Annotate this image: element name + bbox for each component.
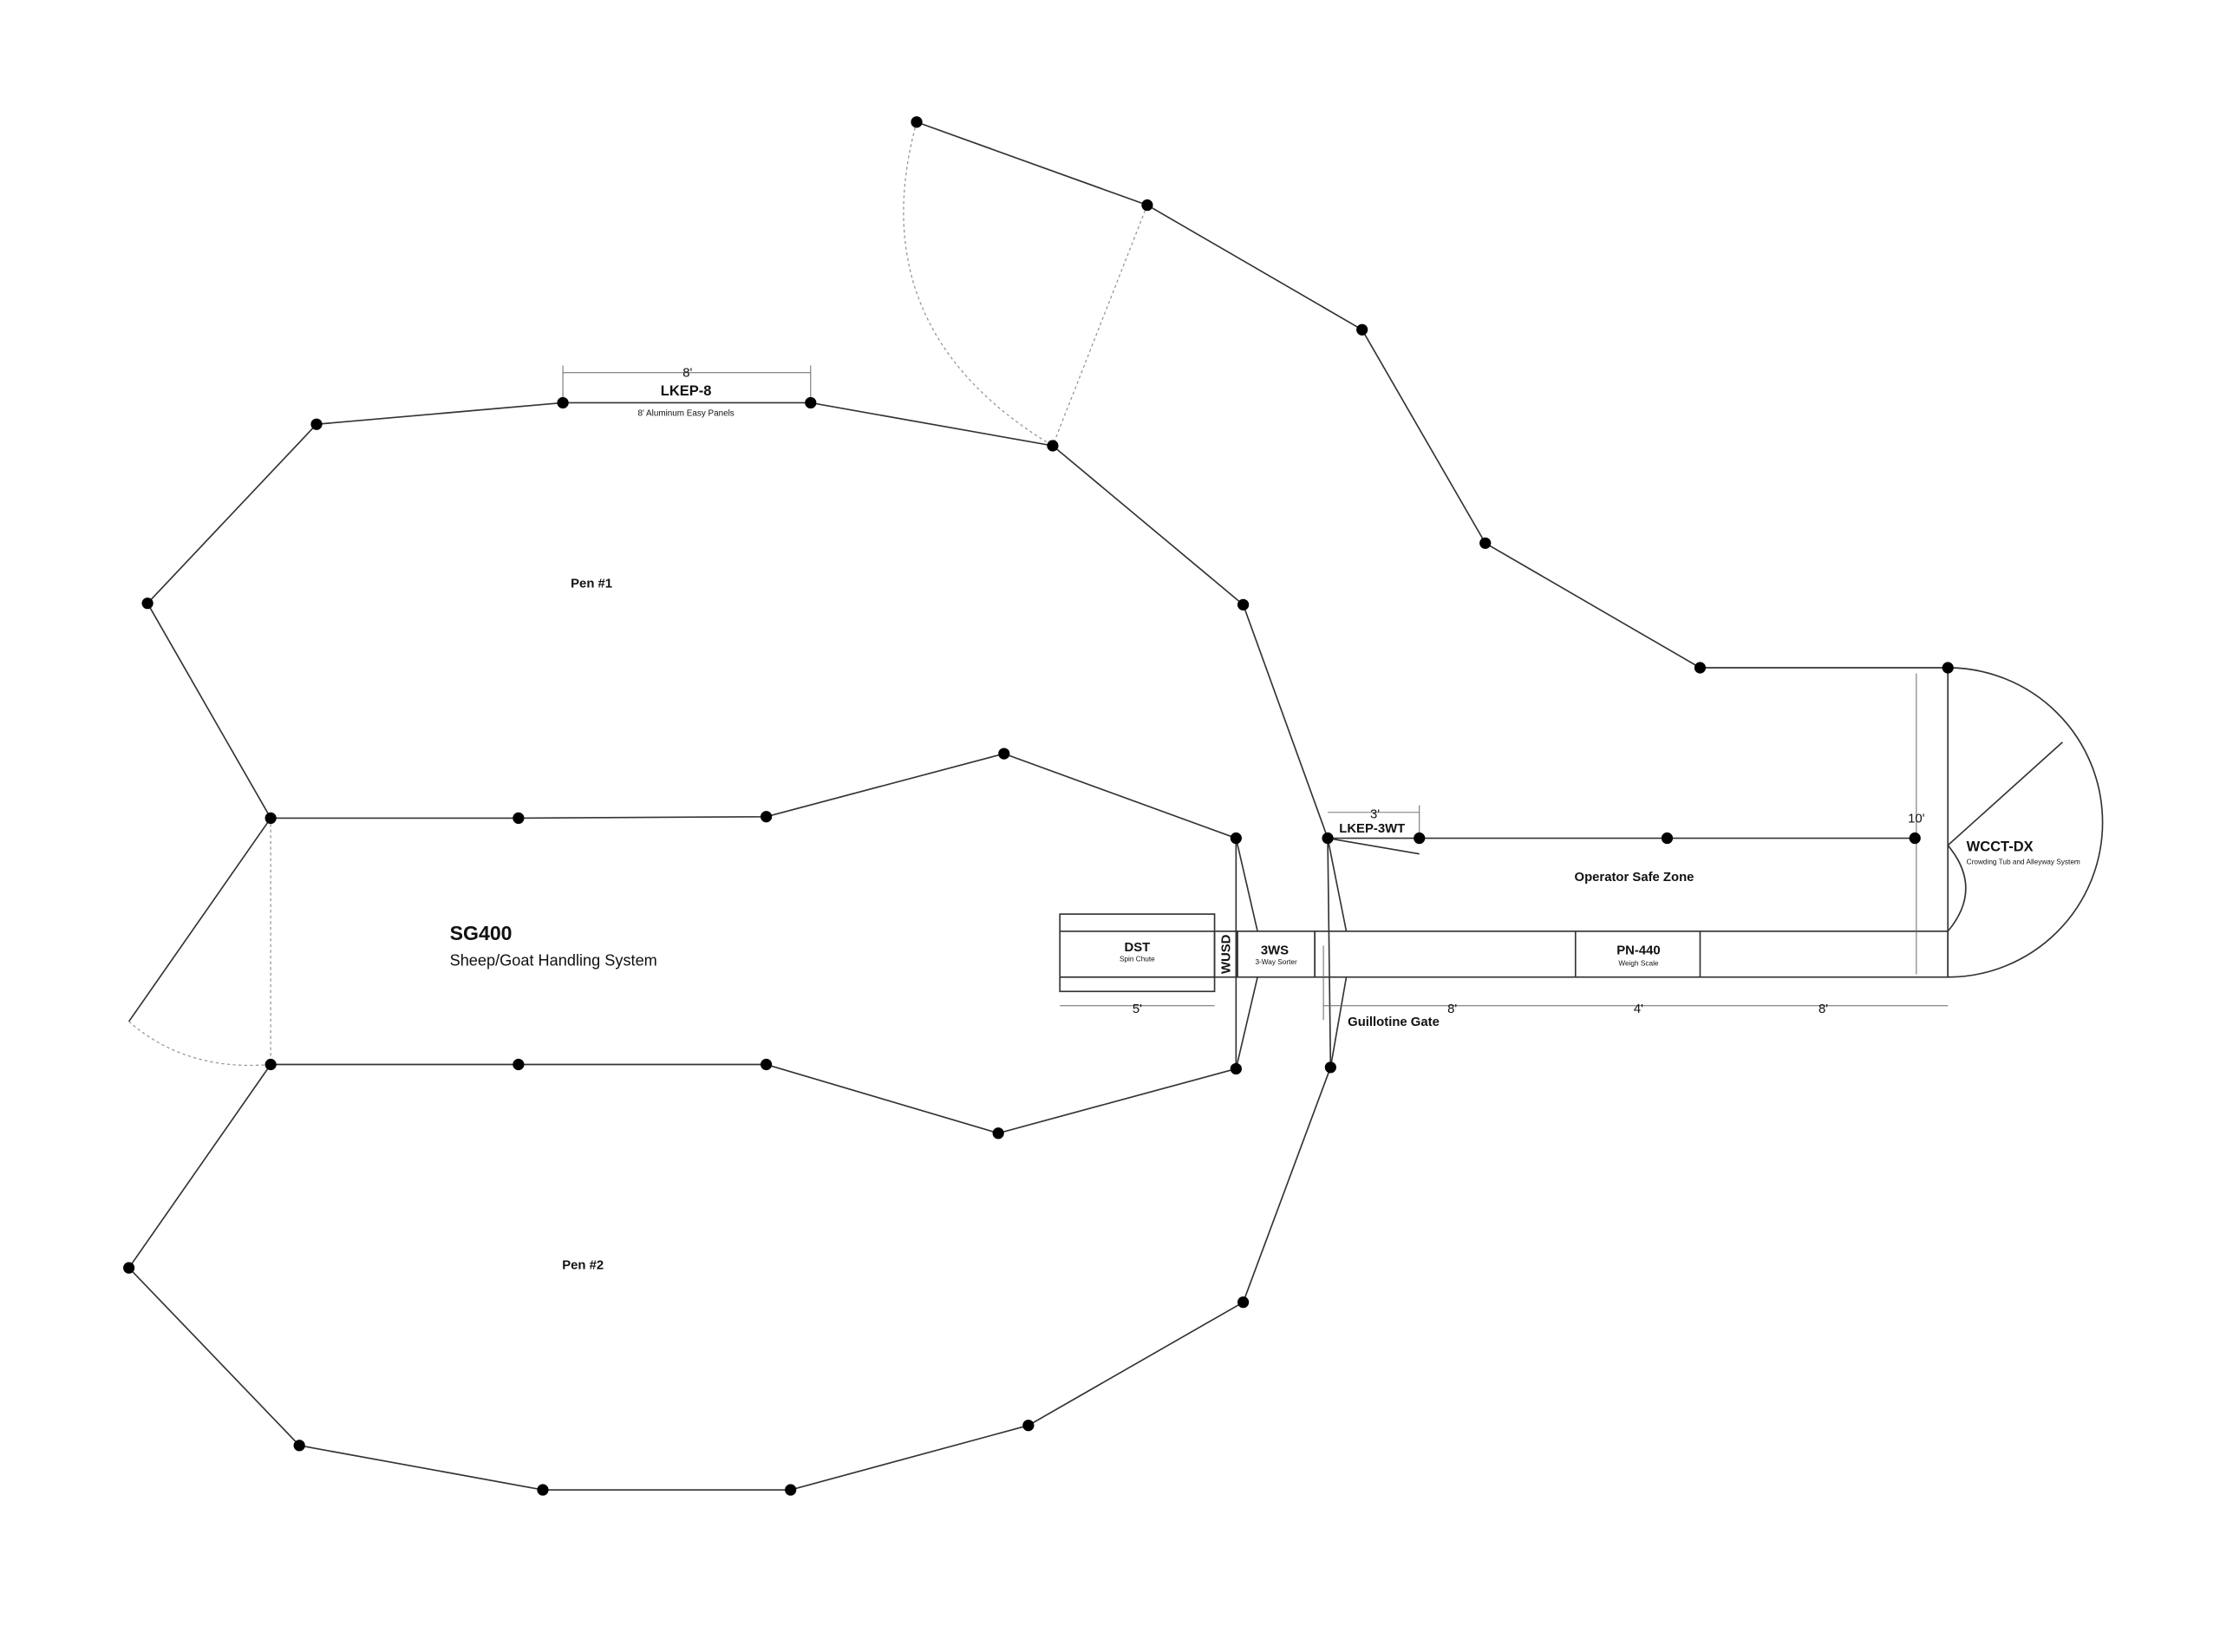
alley-dim-1: 8' [1447, 1002, 1457, 1016]
walkthrough-dim: 3' [1370, 807, 1380, 821]
scale-desc: Weigh Scale [1618, 960, 1659, 968]
dst-dim: 5' [1133, 1002, 1142, 1016]
sorter-box [1237, 930, 1316, 978]
tub-arc [1948, 667, 2104, 978]
guillotine-label: Guillotine Gate [1348, 1015, 1440, 1029]
post-dots [123, 116, 1954, 1496]
pen-gate-arc [128, 1021, 271, 1067]
dst-code: DST [1125, 941, 1151, 955]
walkthrough-gate [1327, 837, 1420, 855]
pen2-fence [127, 976, 1348, 1491]
system-subtitle: Sheep/Goat Handling System [450, 952, 657, 970]
operator-zone-label: Operator Safe Zone [1575, 871, 1694, 885]
pen-1-label: Pen #1 [571, 578, 612, 591]
system-title: SG400 [450, 922, 513, 944]
panel-desc: 8' Aluminum Easy Panels [637, 408, 734, 418]
tub-code: WCCT-DX [1967, 839, 2034, 854]
pen-gate [127, 817, 271, 1022]
sorter-code: 3WS [1261, 944, 1289, 957]
scale-code: PN-440 [1616, 944, 1660, 957]
tub-dim: 10' [1908, 812, 1925, 826]
panel-dim: 8' [682, 367, 692, 381]
pen2-upper-fence [271, 1063, 1237, 1134]
scale-dim: 4' [1634, 1002, 1643, 1016]
sorter-wing [1235, 976, 1258, 1069]
sorter-wing [1235, 838, 1258, 932]
alley-dim-2: 8' [1818, 1002, 1828, 1016]
wusd-label: WUSD [1220, 934, 1234, 974]
gate-dotted [1052, 205, 1148, 447]
gate-swing-arc [903, 121, 1054, 447]
walkthrough-code: LKEP-3WT [1339, 822, 1405, 836]
dst-desc: Spin Chute [1120, 956, 1155, 963]
holding-pen-fence [916, 121, 1949, 669]
panel-code: LKEP-8 [661, 383, 712, 399]
pen1-lower-fence [147, 603, 1237, 839]
pen-2-label: Pen #2 [562, 1259, 604, 1273]
pen1-fence [147, 402, 1348, 932]
sorter-desc: 3-Way Sorter [1255, 958, 1297, 966]
tub-desc: Crowding Tub and Alleyway System [1967, 858, 2080, 865]
sorter-gate-line [1327, 838, 1332, 1068]
